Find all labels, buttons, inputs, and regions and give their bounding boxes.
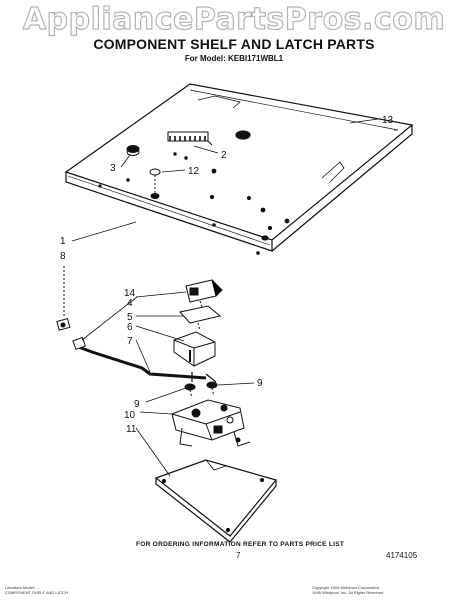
fine-print-right-line: Copyright 1994 Whirlpool Corporation xyxy=(312,585,379,590)
document-number: 4174105 xyxy=(386,551,418,560)
callout-11: 11 xyxy=(126,424,137,435)
leader-lines xyxy=(71,118,379,477)
cover-plate xyxy=(154,459,278,543)
callout-3: 3 xyxy=(110,163,116,174)
switch-bracket xyxy=(179,305,222,331)
fine-print-left-line: Literature Model: ... xyxy=(5,585,40,590)
callout-5: 5 xyxy=(127,312,133,323)
page-number: 7 xyxy=(236,551,241,560)
watermark: AppliancePartsPros.com xyxy=(22,1,446,37)
callout-4: 4 xyxy=(127,298,133,309)
component-shelf xyxy=(64,83,414,255)
plug-button xyxy=(149,168,161,199)
latch-housing xyxy=(173,331,216,367)
latch-mechanism xyxy=(171,399,251,447)
fine-print-right-line: 1995 Whirlpool, Inc. All Rights Reserved xyxy=(312,590,384,595)
terminal-block xyxy=(167,131,213,160)
fine-print-right: Copyright 1994 Whirlpool Corporation 199… xyxy=(312,585,383,595)
callout-14: 14 xyxy=(124,288,136,299)
callout-12: 12 xyxy=(188,166,200,177)
callout-6: 6 xyxy=(127,322,133,333)
callout-13: 13 xyxy=(382,115,394,126)
latch-clip xyxy=(56,266,71,331)
actuator-rod xyxy=(72,336,217,383)
fine-print-left-line: COMPONENT SHELF AND LATCH xyxy=(5,590,69,595)
page-title: COMPONENT SHELF AND LATCH PARTS xyxy=(93,36,375,52)
fine-print-left: Literature Model: ... COMPONENT SHELF AN… xyxy=(5,585,68,595)
callout-7: 7 xyxy=(127,336,133,347)
model-number: For Model: KEBI171WBL1 xyxy=(184,54,284,63)
bumper-part xyxy=(126,145,140,156)
callout-8: 8 xyxy=(60,251,66,262)
ordering-info: FOR ORDERING INFORMATION REFER TO PARTS … xyxy=(136,541,345,548)
callout-9-right: 9 xyxy=(257,378,263,389)
hex-nut xyxy=(184,381,218,399)
callout-2: 2 xyxy=(221,150,227,161)
callout-9-left: 9 xyxy=(134,399,140,410)
callout-1: 1 xyxy=(60,236,66,247)
callout-10: 10 xyxy=(124,410,136,421)
